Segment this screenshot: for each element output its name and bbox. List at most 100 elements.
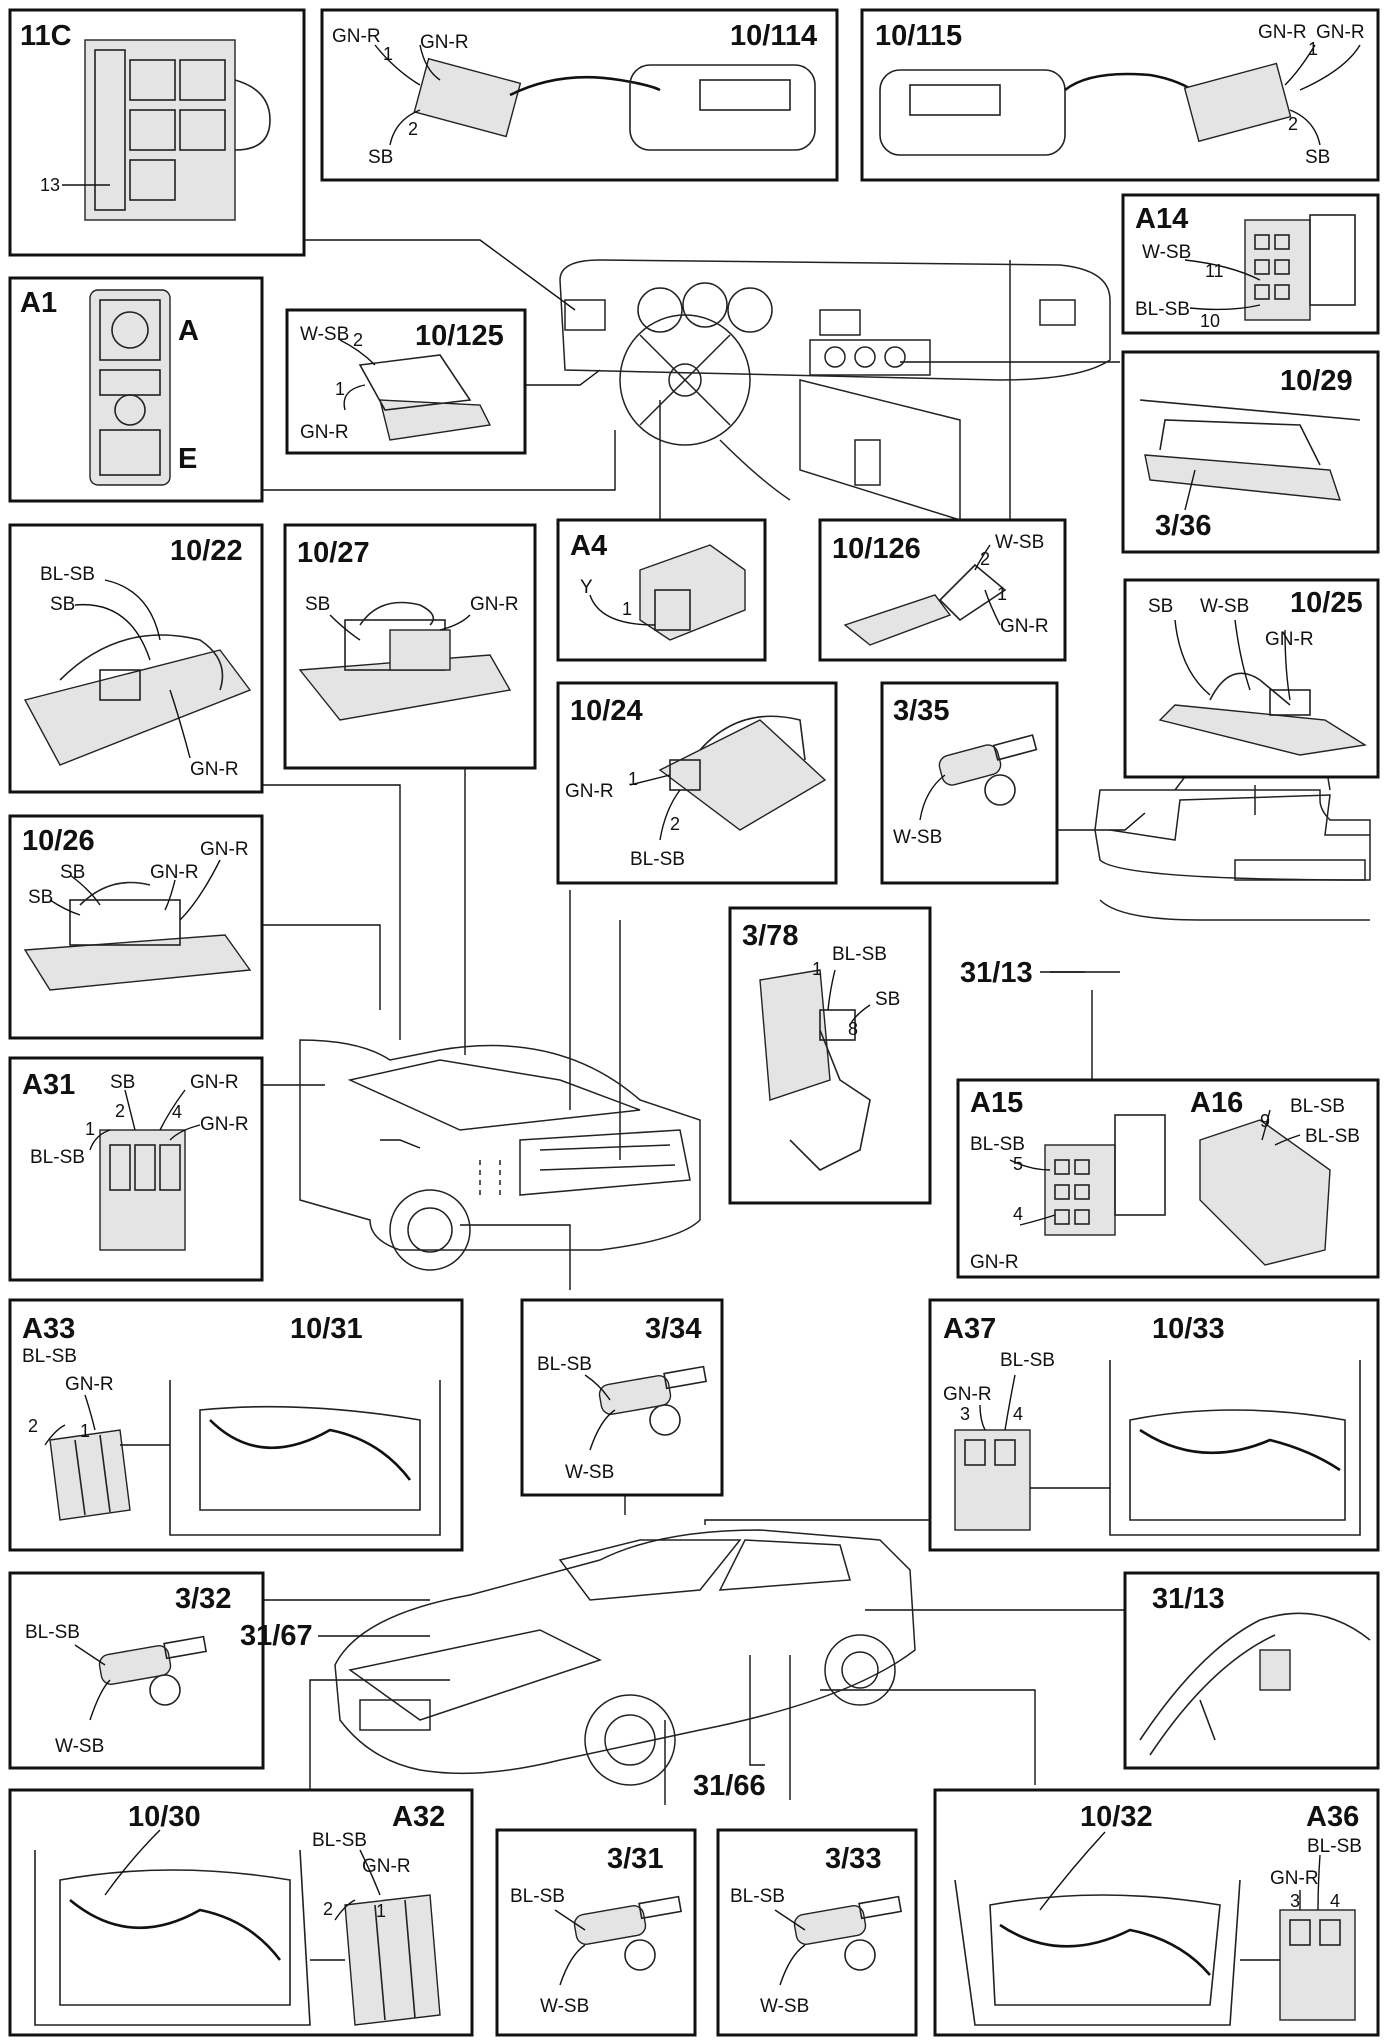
pin-label: 2 [980,549,990,569]
panel-title: 31/13 [1152,1583,1225,1615]
panel-title: 10/25 [1290,587,1363,619]
panel-10-32-a36: 10/32 A36 BL-SB GN-R 3 4 [933,1788,1380,2037]
panel-10-114: 10/114 GN-R GN-R SB 1 2 [320,8,839,182]
panel-title: 10/126 [832,533,921,565]
wire-label: GN-R [190,1072,239,1093]
callout-31-66: 31/66 [693,1770,766,1802]
panel-10-30-a32: 10/30 A32 BL-SB GN-R 2 1 [8,1788,474,2037]
wire-label: SB [1305,147,1330,168]
panel-a4: A4 Y 1 [556,518,767,662]
pin-label: 1 [622,599,632,619]
connector-section-label: E [178,443,197,475]
panel-a31: A31 SB GN-R GN-R BL-SB 2 4 1 [8,1056,264,1282]
pin-label: 1 [80,1421,90,1441]
wire-label: W-SB [995,532,1044,553]
callout-31-67: 31/67 [240,1620,313,1652]
wire-label: GN-R [332,26,381,47]
panel-title: 10/125 [415,320,504,352]
wire-label: W-SB [1142,242,1191,263]
panel-title: 10/22 [170,535,243,567]
panel-title: 3/35 [893,695,949,727]
wire-label: GN-R [200,839,249,860]
wire-label: GN-R [565,781,614,802]
pin-label: 1 [85,1119,95,1139]
wire-label: BL-SB [832,944,887,965]
pin-label: 2 [28,1416,38,1436]
wire-label: BL-SB [1305,1126,1360,1147]
panel-3-35: 3/35 W-SB [880,681,1059,885]
wire-label: SB [305,594,330,615]
pin-label: 1 [1308,39,1318,59]
pin-label: 2 [323,1899,333,1919]
panel-title: 3/31 [607,1843,663,1875]
pin-label: 3 [960,1404,970,1424]
panel-subtitle: 3/36 [1155,510,1211,542]
wire-label: SB [28,887,53,908]
pin-label: 11 [1205,261,1224,281]
panel-a15-a16: A15 A16 BL-SB GN-R BL-SB BL-SB 5 4 9 [956,1078,1380,1279]
wire-label: SB [1148,596,1173,617]
wire-label: GN-R [65,1374,114,1395]
wire-label: W-SB [540,1996,589,2017]
wire-label: BL-SB [1000,1350,1055,1371]
panel-title: A4 [570,530,607,562]
panel-10-22: 10/22 BL-SB SB GN-R [8,523,264,794]
wire-label: GN-R [420,32,469,53]
wire-label: BL-SB [537,1354,592,1375]
pin-label: 2 [115,1101,125,1121]
panel-title: 3/32 [175,1583,231,1615]
panel-title: A15 [970,1087,1023,1119]
pin-label: 2 [353,330,363,350]
wire-label: BL-SB [312,1830,367,1851]
wire-label: W-SB [300,324,349,345]
pin-label: 10 [1200,311,1220,331]
pin-label: 4 [1013,1404,1023,1424]
panel-a37-10-33: A37 10/33 BL-SB GN-R 3 4 [928,1298,1380,1552]
pin-label: 8 [848,1019,858,1039]
sedan-rear-illustration [299,1039,701,1271]
wire-label: GN-R [1270,1868,1319,1889]
wire-label: BL-SB [40,564,95,585]
wire-label: W-SB [565,1462,614,1483]
pin-label: 9 [1260,1111,1270,1131]
wire-label: GN-R [943,1384,992,1405]
panel-a1: A1 A E [8,276,264,503]
wire-label: BL-SB [630,849,685,870]
wire-label: GN-R [970,1252,1019,1273]
callout-31-13: 31/13 [960,957,1033,989]
panel-title: 3/33 [825,1843,881,1875]
wire-label: BL-SB [730,1886,785,1907]
wire-label: W-SB [55,1736,104,1757]
pin-label: 2 [670,814,680,834]
panel-a33-10-31: A33 10/31 BL-SB GN-R 2 1 [8,1298,464,1552]
panel-10-24: 10/24 GN-R BL-SB 1 2 [556,681,838,885]
pin-label: 1 [997,584,1007,604]
wire-label: SB [50,594,75,615]
panel-title: 10/31 [290,1313,363,1345]
panel-10-27: 10/27 SB GN-R [283,523,537,770]
panel-title: 10/32 [1080,1801,1153,1833]
panel-title: A1 [20,287,57,319]
wire-label: BL-SB [30,1147,85,1168]
wire-label: BL-SB [1290,1096,1345,1117]
wire-label: W-SB [1200,596,1249,617]
wire-label: GN-R [300,422,349,443]
panel-title: A36 [1306,1801,1359,1833]
panel-a14: A14 W-SB BL-SB 11 10 [1121,193,1380,335]
panel-10-126: 10/126 W-SB GN-R 2 1 [818,518,1067,662]
wire-label: GN-R [1258,22,1307,43]
panel-10-125: 10/125 W-SB GN-R 2 1 [285,308,527,455]
wire-label: GN-R [150,862,199,883]
pin-label: 2 [408,119,418,139]
wire-label: SB [368,147,393,168]
panel-title: 10/27 [297,537,370,569]
wire-label: GN-R [362,1856,411,1877]
wire-label: W-SB [893,827,942,848]
wire-label: BL-SB [1135,299,1190,320]
panel-title: 10/26 [22,825,95,857]
panel-title: 3/78 [742,920,798,952]
sedan-front-illustration [334,1529,916,1786]
pin-label: 4 [172,1102,182,1122]
pin-label: 13 [40,175,60,195]
